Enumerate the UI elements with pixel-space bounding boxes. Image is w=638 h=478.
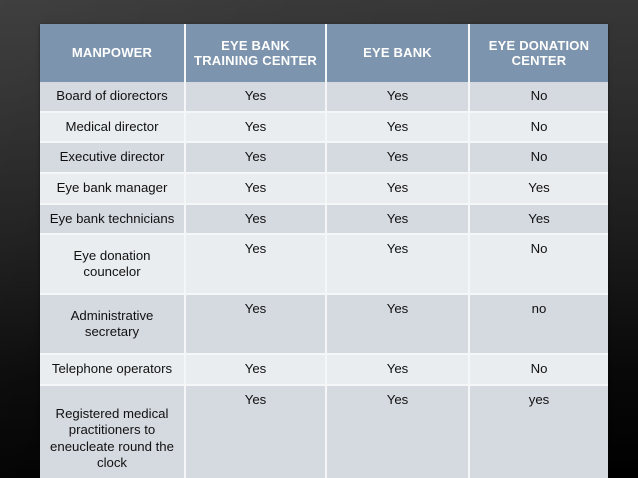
cell-eye-bank-training-center: Yes: [185, 294, 327, 356]
cell-eye-donation-center: yes: [469, 384, 608, 478]
table-body: Board of diorectors Yes Yes No Medical d…: [40, 82, 608, 478]
cell-eye-bank: Yes: [326, 384, 470, 478]
column-header-manpower: MANPOWER: [40, 24, 186, 82]
column-header-eye-bank-training-center: EYE BANK TRAINING CENTER: [185, 24, 327, 82]
row-label: Board of diorectors: [40, 82, 186, 113]
cell-eye-bank: Yes: [326, 234, 470, 296]
row-label: Telephone operators: [40, 354, 186, 386]
cell-eye-bank-training-center: Yes: [185, 384, 327, 478]
row-label: Registered medical practitioners to eneu…: [40, 384, 186, 478]
cell-eye-donation-center: No: [469, 354, 608, 386]
column-header-eye-bank: EYE BANK: [326, 24, 470, 82]
cell-eye-bank-training-center: Yes: [185, 203, 327, 236]
cell-eye-bank: Yes: [326, 172, 470, 205]
cell-eye-bank-training-center: Yes: [185, 111, 327, 144]
row-label: Medical director: [40, 111, 186, 144]
cell-eye-bank: Yes: [326, 294, 470, 356]
cell-eye-donation-center: no: [469, 294, 608, 356]
cell-eye-bank: Yes: [326, 142, 470, 174]
table-row: Telephone operators Yes Yes No: [40, 354, 608, 386]
table-row: Eye donation councelor Yes Yes No: [40, 234, 608, 296]
table-row: Board of diorectors Yes Yes No: [40, 82, 608, 113]
cell-eye-bank: Yes: [326, 203, 470, 236]
cell-eye-bank-training-center: Yes: [185, 354, 327, 386]
column-header-eye-donation-center: EYE DONATION CENTER: [469, 24, 608, 82]
cell-eye-bank: Yes: [326, 111, 470, 144]
cell-eye-donation-center: No: [469, 234, 608, 296]
cell-eye-donation-center: Yes: [469, 172, 608, 205]
row-label: Executive director: [40, 142, 186, 174]
row-label: Eye bank technicians: [40, 203, 186, 236]
cell-eye-donation-center: Yes: [469, 203, 608, 236]
cell-eye-bank-training-center: Yes: [185, 172, 327, 205]
table-row: Executive director Yes Yes No: [40, 142, 608, 174]
cell-eye-bank-training-center: Yes: [185, 82, 327, 113]
cell-eye-bank: Yes: [326, 82, 470, 113]
table-row: Registered medical practitioners to eneu…: [40, 384, 608, 478]
cell-eye-bank-training-center: Yes: [185, 142, 327, 174]
cell-eye-donation-center: No: [469, 82, 608, 113]
cell-eye-bank-training-center: Yes: [185, 234, 327, 296]
cell-eye-donation-center: No: [469, 142, 608, 174]
cell-eye-donation-center: No: [469, 111, 608, 144]
manpower-comparison-table: MANPOWER EYE BANK TRAINING CENTER EYE BA…: [40, 24, 608, 478]
row-label: Eye donation councelor: [40, 234, 186, 296]
row-label: Eye bank manager: [40, 172, 186, 205]
row-label: Administrative secretary: [40, 294, 186, 356]
table-row: Eye bank technicians Yes Yes Yes: [40, 203, 608, 236]
table-header-row: MANPOWER EYE BANK TRAINING CENTER EYE BA…: [40, 24, 608, 82]
manpower-comparison-table-container: MANPOWER EYE BANK TRAINING CENTER EYE BA…: [40, 24, 608, 478]
table-header: MANPOWER EYE BANK TRAINING CENTER EYE BA…: [40, 24, 608, 82]
table-row: Eye bank manager Yes Yes Yes: [40, 172, 608, 205]
cell-eye-bank: Yes: [326, 354, 470, 386]
table-row: Medical director Yes Yes No: [40, 111, 608, 144]
table-row: Administrative secretary Yes Yes no: [40, 294, 608, 356]
